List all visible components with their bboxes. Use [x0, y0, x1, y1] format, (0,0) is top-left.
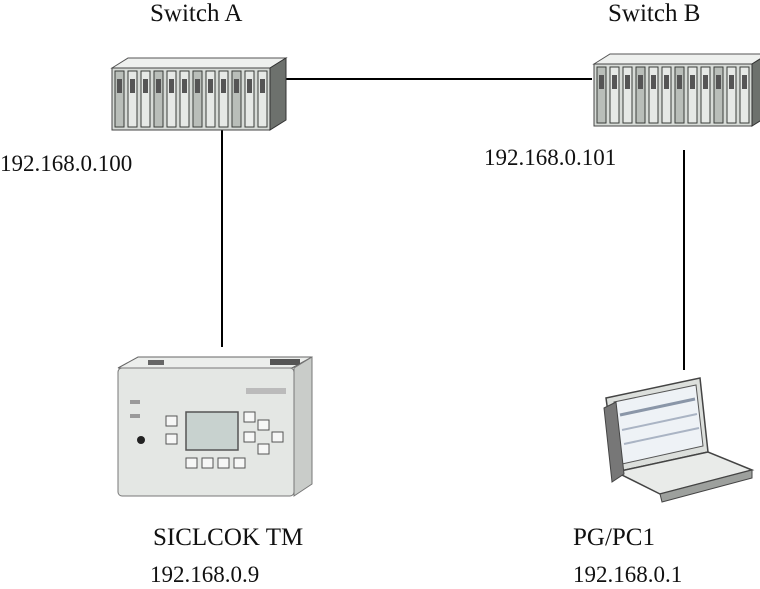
switch-module: [257, 70, 268, 128]
switch-module: [231, 70, 242, 128]
module-indicator: [260, 79, 265, 93]
module-indicator: [677, 75, 682, 89]
module-indicator: [169, 79, 174, 93]
switch-module: [713, 66, 724, 124]
switch-module: [205, 70, 216, 128]
pc-label: PG/PC1: [573, 524, 655, 551]
switch-module: [635, 66, 646, 124]
switch-module: [739, 66, 750, 124]
switch-module: [726, 66, 737, 124]
switch-module: [700, 66, 711, 124]
switch-module: [244, 70, 255, 128]
module-indicator: [638, 75, 643, 89]
switch-a-label: Switch A: [150, 0, 243, 27]
switch-module: [687, 66, 698, 124]
switch-b-device: [592, 53, 760, 127]
switch-module: [674, 66, 685, 124]
switch-module: [140, 70, 151, 128]
siclock-ip: 192.168.0.9: [150, 562, 260, 587]
module-indicator: [690, 75, 695, 89]
pc-device: [603, 377, 755, 503]
switch-module: [114, 70, 125, 128]
module-indicator: [651, 75, 656, 89]
siclock-label: SICLCOK TM: [153, 524, 304, 551]
module-indicator: [117, 79, 122, 93]
module-indicator: [143, 79, 148, 93]
switch-module: [648, 66, 659, 124]
switch-module: [166, 70, 177, 128]
switch-module: [218, 70, 229, 128]
switch-module: [596, 66, 607, 124]
switch-module: [153, 70, 164, 128]
module-indicator: [130, 79, 135, 93]
module-indicator: [195, 79, 200, 93]
module-indicator: [742, 75, 747, 89]
switch-b-label: Switch B: [608, 0, 701, 27]
module-indicator: [221, 79, 226, 93]
module-indicator: [156, 79, 161, 93]
switch-module: [622, 66, 633, 124]
switch-module: [661, 66, 672, 124]
switch-a-device: [110, 57, 288, 131]
module-indicator: [208, 79, 213, 93]
module-indicator: [729, 75, 734, 89]
switch-b-ip: 192.168.0.101: [484, 145, 617, 170]
pc-ip: 192.168.0.1: [573, 562, 683, 587]
module-indicator: [716, 75, 721, 89]
module-indicator: [234, 79, 239, 93]
module-indicator: [599, 75, 604, 89]
switch-module: [127, 70, 138, 128]
switch-module: [609, 66, 620, 124]
switch-a-ip: 192.168.0.100: [0, 151, 133, 176]
module-indicator: [247, 79, 252, 93]
module-indicator: [664, 75, 669, 89]
module-indicator: [625, 75, 630, 89]
module-indicator: [612, 75, 617, 89]
switch-module: [192, 70, 203, 128]
module-indicator: [703, 75, 708, 89]
module-indicator: [182, 79, 187, 93]
switch-module: [179, 70, 190, 128]
siclock-device: [117, 356, 313, 497]
